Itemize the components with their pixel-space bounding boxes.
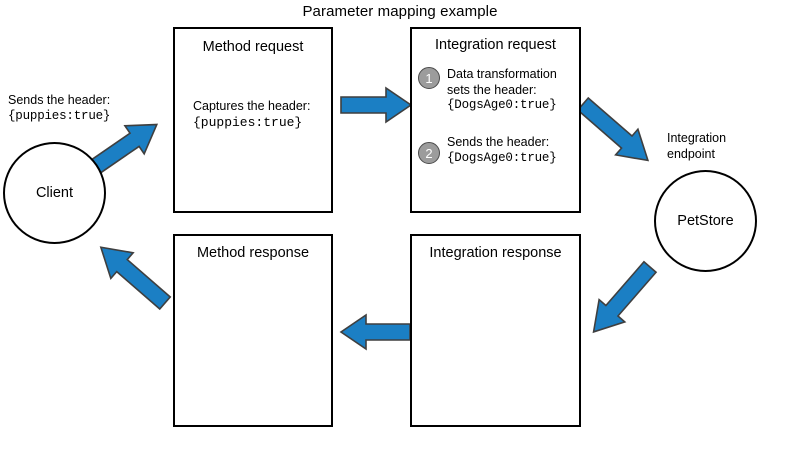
step-1-text: Data transformation sets the header: {Do… bbox=[447, 67, 557, 114]
integration-request-box[interactable]: Integration request 1 Data transformatio… bbox=[410, 27, 581, 213]
arrow-method-response-to-client bbox=[99, 246, 172, 311]
client-caption: Sends the header: {puppies:true} bbox=[8, 93, 110, 124]
arrow-endpoint-to-integration-response bbox=[592, 260, 658, 334]
integration-endpoint-label: Integration endpoint bbox=[667, 131, 726, 162]
integration-response-title: Integration response bbox=[429, 245, 562, 261]
integration-request-title: Integration request bbox=[435, 37, 556, 53]
client-node-label: Client bbox=[35, 185, 74, 201]
arrow-integration-response-to-method-response bbox=[339, 313, 411, 351]
method-response-title: Method response bbox=[196, 245, 310, 261]
step-2-badge: 2 bbox=[418, 142, 440, 164]
integration-endpoint-label-line1: Integration bbox=[667, 131, 727, 145]
step-1-line3: {DogsAge0:true} bbox=[447, 98, 557, 112]
step-2-text: Sends the header: {DogsAge0:true} bbox=[447, 135, 557, 166]
arrow-method-request-to-integration-request bbox=[340, 86, 413, 124]
method-request-body-line1: Captures the header: bbox=[193, 99, 311, 113]
page-title: Parameter mapping example bbox=[302, 3, 498, 20]
step-1-line2: sets the header: bbox=[447, 82, 537, 97]
integration-request-step-1: 1 Data transformation sets the header: {… bbox=[418, 67, 557, 114]
integration-endpoint-label-line2: endpoint bbox=[667, 146, 715, 161]
integration-response-box[interactable]: Integration response bbox=[410, 234, 581, 427]
integration-endpoint-node[interactable]: PetStore bbox=[654, 170, 757, 272]
method-response-box[interactable]: Method response bbox=[173, 234, 333, 427]
method-request-body-line2: {puppies:true} bbox=[193, 114, 303, 130]
arrow-integration-request-to-endpoint bbox=[576, 96, 650, 162]
step-1-badge: 1 bbox=[418, 67, 440, 89]
integration-request-step-2: 2 Sends the header: {DogsAge0:true} bbox=[418, 135, 557, 166]
client-caption-line2: {puppies:true} bbox=[8, 108, 111, 123]
integration-endpoint-node-label: PetStore bbox=[677, 213, 734, 229]
step-1-line1: Data transformation bbox=[447, 67, 557, 81]
method-request-body: Captures the header: {puppies:true} bbox=[193, 99, 310, 130]
method-request-box[interactable]: Method request Captures the header: {pup… bbox=[173, 27, 333, 213]
step-2-line2: {DogsAge0:true} bbox=[447, 150, 557, 165]
method-request-title: Method request bbox=[202, 39, 304, 55]
client-caption-line1: Sends the header: bbox=[8, 93, 111, 107]
step-2-line1: Sends the header: bbox=[447, 135, 550, 149]
client-node[interactable]: Client bbox=[3, 142, 106, 244]
